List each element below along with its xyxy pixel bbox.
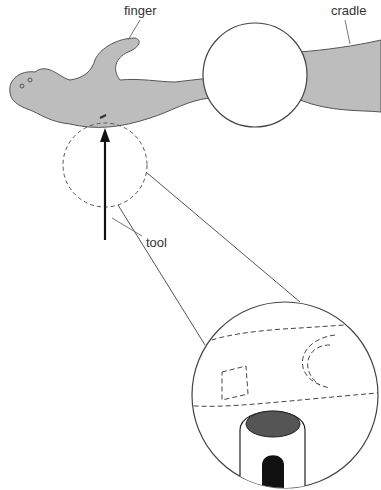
part-label: cradle xyxy=(331,4,366,17)
arrow-head xyxy=(100,128,110,142)
part-label: finger xyxy=(124,4,157,17)
finger-body xyxy=(10,38,210,127)
leader-line xyxy=(128,20,140,40)
eye xyxy=(20,84,24,88)
tool-tip xyxy=(240,411,305,490)
hidden-outline xyxy=(185,322,381,406)
leader-line xyxy=(345,20,350,44)
tool-arrow xyxy=(104,138,106,240)
zoom-line xyxy=(118,205,205,345)
part-label: tool xyxy=(146,236,167,249)
contact-mark xyxy=(100,115,106,118)
leader-line xyxy=(112,218,142,236)
ball xyxy=(203,23,307,127)
eye xyxy=(28,78,32,82)
cradle-shape xyxy=(300,40,381,112)
zoom-line xyxy=(146,172,300,302)
